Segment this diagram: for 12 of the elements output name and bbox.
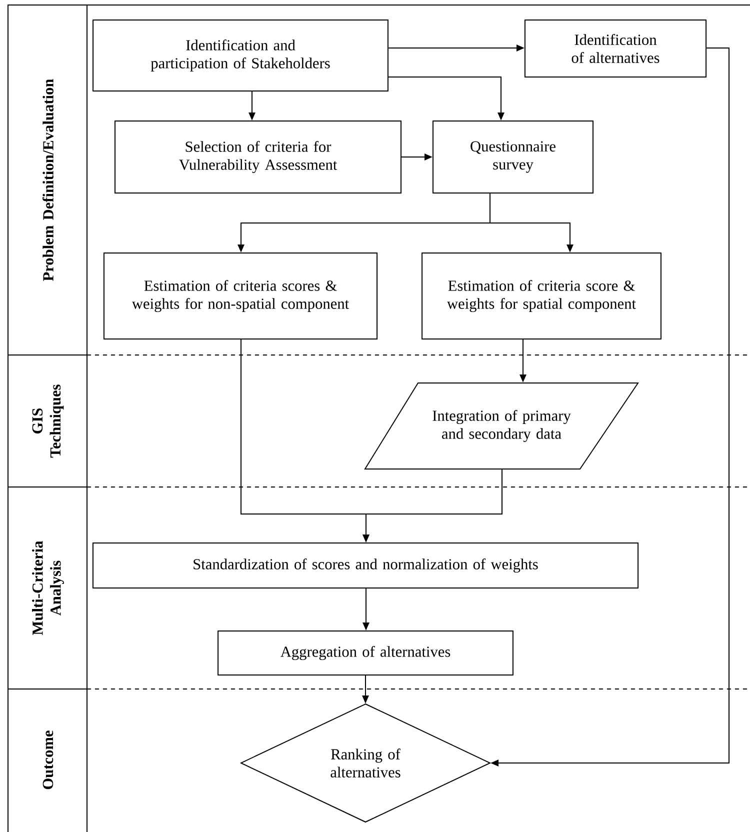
lane-label: Multi-Criteria Analysis xyxy=(32,540,64,635)
lane-label: Problem Definition/Evaluation xyxy=(42,79,54,281)
lane-label: GIS Techniques xyxy=(32,384,64,458)
process-box: Identification and participation of Stakeholders xyxy=(92,20,388,92)
lane-label: Outcome xyxy=(42,730,54,790)
process-box: Estimation of criteria score & weights for spatial component xyxy=(422,252,662,340)
process-box: Questionnaire survey xyxy=(432,120,594,194)
process-box: Selection of criteria for Vulnerability Assessment xyxy=(114,120,402,194)
process-box: Aggregation of alternatives xyxy=(218,630,514,676)
process-box: Standardization of scores and normalization of weights xyxy=(92,542,639,589)
process-box: Estimation of criteria scores & weights for non-spatial component xyxy=(103,252,378,340)
process-box: Identification of alternatives xyxy=(524,19,707,78)
